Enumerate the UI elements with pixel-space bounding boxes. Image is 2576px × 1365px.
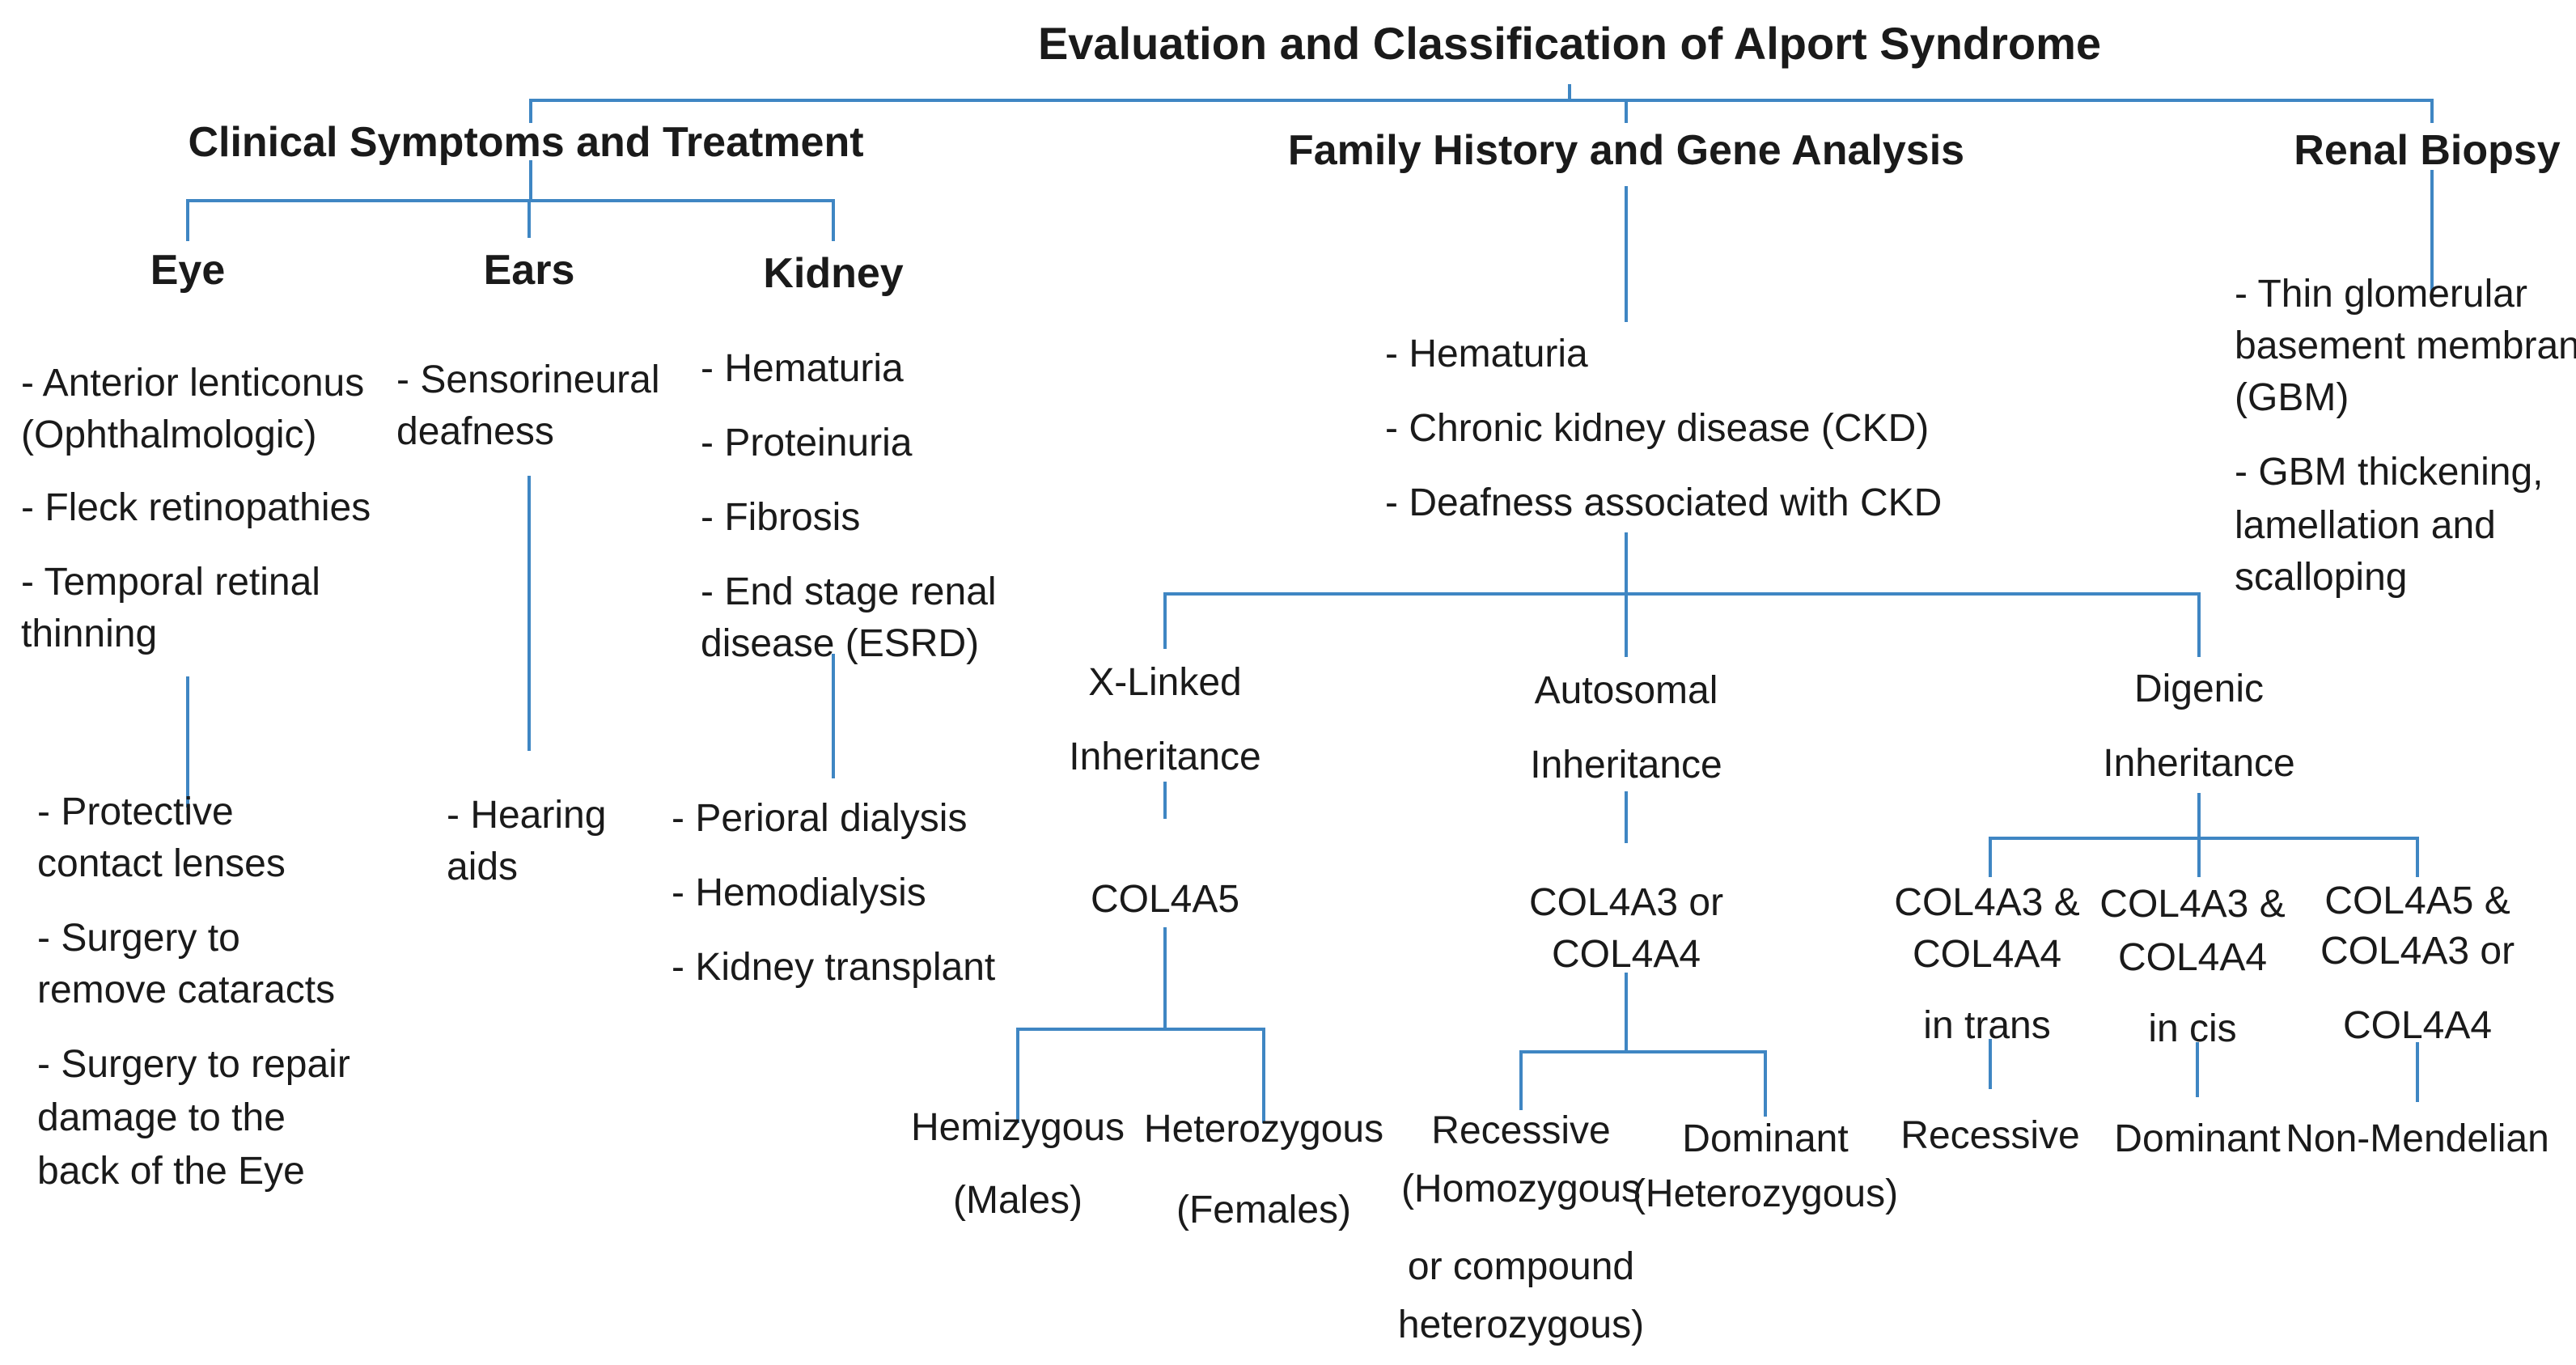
eye-symptom-line: thinning — [21, 613, 158, 655]
digenic-dominant: Dominant — [2114, 1117, 2281, 1160]
kidney-treatment-line: - Kidney transplant — [672, 946, 996, 989]
heterozygous-line: Heterozygous — [1143, 1108, 1384, 1151]
ears-heading: Ears — [483, 247, 575, 294]
digenic-recessive: Recessive — [1900, 1114, 2080, 1157]
eye-symptom-line: - Temporal retinal — [21, 561, 320, 604]
xlinked-gene: COL4A5 — [1090, 878, 1240, 921]
kidney-symptom-line: disease (ESRD) — [701, 622, 980, 665]
autosomal-recessive-line: heterozygous) — [1397, 1304, 1645, 1346]
family-feature-line: - Chronic kidney disease (CKD) — [1385, 407, 1930, 450]
digenic-trans-line: COL4A3 & — [1894, 881, 2080, 924]
digenic-cis-line: COL4A4 — [2117, 936, 2268, 979]
ears-symptom-line: deafness — [396, 410, 554, 453]
eye-treatment-line: damage to the — [37, 1096, 286, 1139]
autosomal-gene-line: COL4A3 or — [1528, 881, 1724, 924]
autosomal-recessive-line: Recessive — [1431, 1109, 1611, 1152]
eye-symptom-line: - Anterior lenticonus — [21, 362, 365, 405]
eye-treatment-line: - Surgery to — [37, 917, 240, 960]
family-feature-line: - Hematuria — [1385, 333, 1588, 375]
hemizygous-line: Hemizygous — [910, 1106, 1125, 1149]
kidney-symptom-line: - End stage renal — [701, 570, 997, 613]
eye-treatment-line: contact lenses — [37, 842, 286, 885]
digenic-mixed-line: COL4A3 or — [2320, 930, 2515, 973]
digenic-cis-line: in cis — [2148, 1007, 2237, 1050]
kidney-symptom-line: - Hematuria — [701, 347, 904, 390]
eye-treatment-line: - Protective — [37, 791, 234, 833]
autosomal-label-line: Autosomal — [1534, 669, 1718, 712]
digenic-trans-line: COL4A4 — [1912, 933, 2062, 976]
digenic-mixed-line: COL4A4 — [2342, 1004, 2493, 1047]
autosomal-dominant-line: Dominant — [1682, 1117, 1849, 1160]
section-heading-family: Family History and Gene Analysis — [1287, 127, 1965, 174]
digenic-label-line: Inheritance — [2103, 742, 2295, 785]
family-feature-line: - Deafness associated with CKD — [1385, 481, 1943, 524]
biopsy-finding-line: scalloping — [2235, 556, 2408, 599]
ears-treatment-line: - Hearing — [447, 794, 607, 837]
biopsy-finding-line: - GBM thickening, — [2235, 451, 2544, 494]
biopsy-finding-line: lamellation and — [2235, 504, 2496, 547]
kidney-treatment-line: - Perioral dialysis — [672, 797, 968, 840]
biopsy-finding-line: basement membrane — [2235, 324, 2576, 367]
autosomal-recessive-line: or compound — [1407, 1245, 1635, 1288]
kidney-symptom-line: - Fibrosis — [701, 496, 861, 539]
biopsy-finding-line: - Thin glomerular — [2235, 273, 2527, 316]
kidney-symptom-line: - Proteinuria — [701, 422, 913, 464]
heterozygous-line: (Females) — [1176, 1189, 1352, 1231]
kidney-treatment-line: - Hemodialysis — [672, 871, 926, 914]
xlinked-label-line: X-Linked — [1088, 661, 1242, 704]
eye-treatment-line: back of the Eye — [37, 1150, 305, 1193]
kidney-heading: Kidney — [763, 250, 904, 297]
eye-treatment-line: - Surgery to repair — [37, 1043, 350, 1086]
digenic-trans-line: in trans — [1923, 1004, 2051, 1047]
section-heading-clinical: Clinical Symptoms and Treatment — [188, 119, 864, 166]
biopsy-finding-line: (GBM) — [2235, 376, 2349, 419]
digenic-cis-line: COL4A3 & — [2099, 883, 2286, 926]
hemizygous-line: (Males) — [952, 1179, 1083, 1222]
eye-heading: Eye — [150, 247, 226, 294]
autosomal-gene-line: COL4A4 — [1551, 933, 1701, 976]
autosomal-dominant-line: (Heterozygous) — [1632, 1172, 1899, 1215]
digenic-label-line: Digenic — [2133, 668, 2265, 710]
diagram-title: Evaluation and Classification of Alport … — [1037, 18, 2102, 69]
autosomal-recessive-line: (Homozygous — [1400, 1168, 1642, 1210]
eye-symptom-line: (Ophthalmologic) — [21, 413, 317, 456]
ears-treatment-line: aids — [447, 846, 519, 888]
section-heading-biopsy: Renal Biopsy — [2294, 127, 2561, 174]
xlinked-label-line: Inheritance — [1069, 735, 1261, 778]
eye-symptom-line: - Fleck retinopathies — [21, 486, 371, 529]
digenic-nonmendelian: Non-Mendelian — [2286, 1117, 2549, 1160]
digenic-mixed-line: COL4A5 & — [2324, 880, 2510, 922]
autosomal-label-line: Inheritance — [1530, 744, 1722, 786]
ears-symptom-line: - Sensorineural — [396, 358, 660, 401]
eye-treatment-line: remove cataracts — [37, 969, 336, 1011]
